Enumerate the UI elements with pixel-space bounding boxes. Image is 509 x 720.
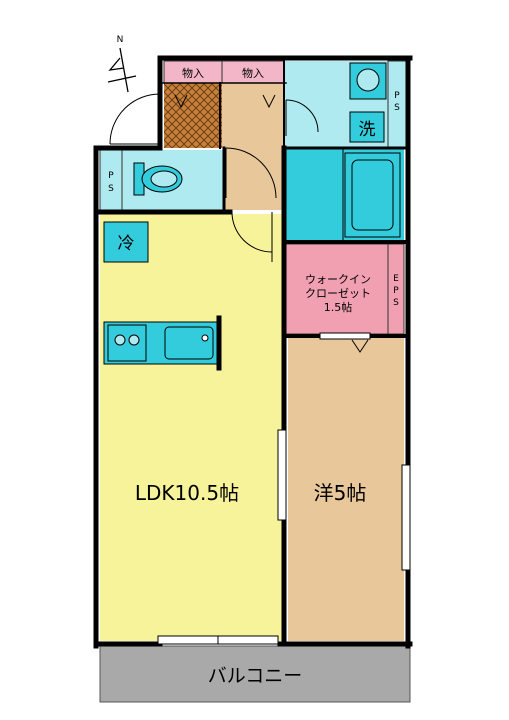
ps-lower-s: S (108, 184, 114, 194)
door-swings (109, 93, 319, 262)
eps-e: E (393, 274, 399, 284)
bathtub-inner (351, 159, 394, 231)
laundry-pan (349, 111, 385, 143)
compass-label: N (117, 35, 124, 45)
western-room-label: 洋5帖 (314, 481, 367, 505)
walls (93, 55, 413, 649)
storage-marker-right (262, 94, 276, 109)
storage-marker-left (174, 94, 188, 109)
closet-label-1: ウォークイン (305, 273, 371, 286)
kitchen-faucet (201, 334, 209, 342)
kitchen-sink (164, 326, 214, 360)
windows (157, 332, 411, 645)
fridge-label: 冷 (118, 234, 135, 254)
stove-burner-right (128, 334, 140, 346)
wash-basin-bowl (356, 68, 380, 92)
storage-label-left: 物入 (182, 66, 204, 80)
western-door-marker (351, 339, 369, 353)
storage-closet (222, 83, 284, 148)
eps-s: S (393, 298, 399, 308)
shoe-storage (164, 83, 222, 148)
closet-size: 1.5帖 (324, 301, 353, 314)
fridge (103, 221, 149, 263)
ps-lower-p: P (108, 171, 114, 181)
walk-in-closet (285, 243, 389, 335)
stove-burner-left (114, 334, 126, 346)
hallway (224, 148, 284, 210)
ps-upper-p: P (394, 91, 400, 101)
kitchen-stove (107, 324, 147, 362)
toilet-seat (150, 170, 178, 188)
closet-label-2: クローゼット (305, 287, 371, 300)
balcony (99, 645, 411, 703)
ldk-room (100, 214, 284, 641)
ps-upper-s: S (394, 103, 400, 113)
balcony-label: バルコニー (208, 665, 303, 687)
compass-icon (107, 47, 137, 93)
storage-label-right: 物入 (242, 66, 264, 80)
western-room (288, 338, 404, 641)
eps-p: P (393, 286, 399, 296)
ldk-label: LDK10.5帖 (135, 481, 239, 505)
laundry-label: 洗 (359, 120, 376, 140)
